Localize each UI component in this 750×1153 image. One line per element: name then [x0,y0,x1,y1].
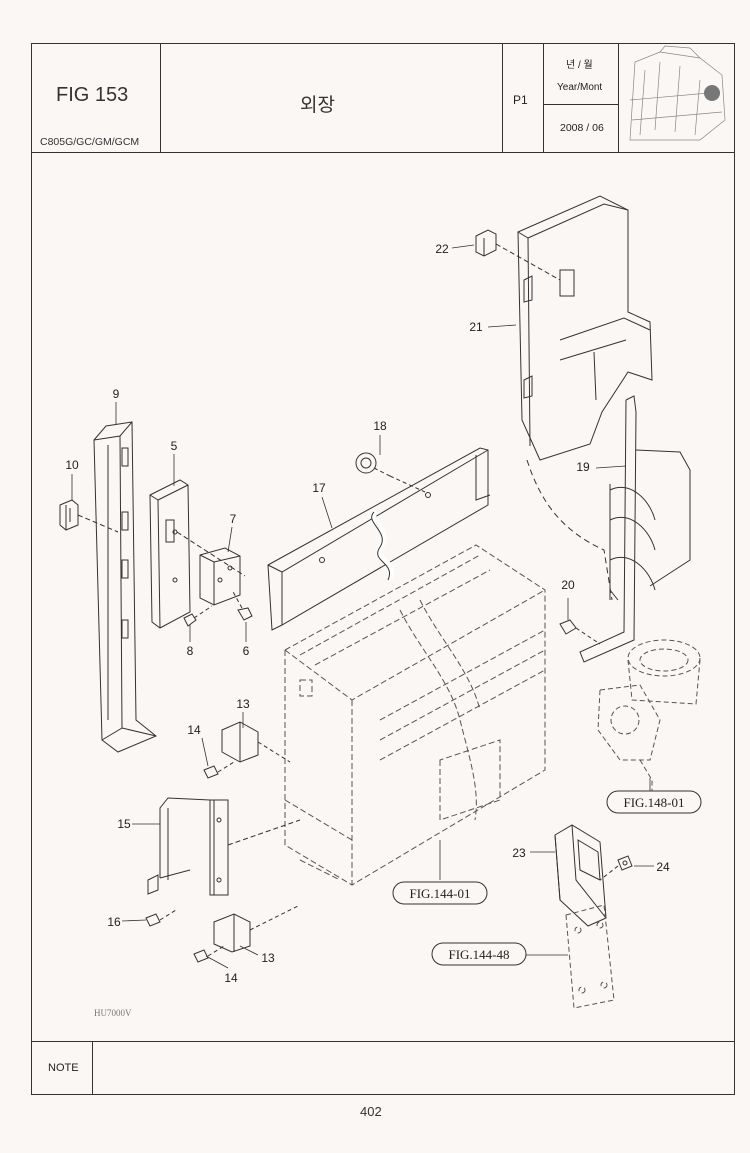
fig-ref-144-48: FIG.144-48 [431,942,527,966]
fig-144-48-plate-phantom [565,904,615,1009]
part-9-side-panel [93,421,157,753]
figure-number: FIG 153 [56,84,129,106]
callout-24: 24 [656,860,670,874]
header-col-line [502,43,504,153]
part-8-bolt [183,605,213,627]
callout-7: 7 [230,512,237,526]
fig-148-assembly-phantom [597,639,701,795]
part-10-clip [59,499,119,533]
page-title: 외장 [300,95,335,116]
note-divider [31,1041,735,1043]
part-13-lower-bracket [213,904,301,953]
page-frame [31,43,735,1095]
part-7-bracket [199,547,241,606]
part-15-handle [147,797,301,896]
fig-ref-148-01: FIG.148-01 [606,790,702,814]
part-19-rod-frame [579,395,691,663]
model-code: C805G/GC/GM/GCM [40,136,140,148]
header-col-line [160,43,162,153]
svg-text:FIG.148-01: FIG.148-01 [623,795,684,810]
callout-23: 23 [512,846,526,860]
svg-text:FIG.144-01: FIG.144-01 [409,886,470,901]
svg-text:FIG.144-48: FIG.144-48 [448,947,509,962]
year-month-label-en: Year/Mont [557,82,603,93]
callout-6: 6 [243,644,250,658]
machine-body-phantom [284,544,546,886]
part-24-nut [599,855,633,881]
page-code: P1 [513,93,528,107]
fig-ref-144-01: FIG.144-01 [392,881,488,905]
callout-15: 15 [117,817,131,831]
leader-21-19 [526,459,613,601]
header-col-line [543,43,545,153]
callout-13-upper: 13 [236,697,250,711]
note-col-line [92,1041,94,1095]
drawing-code: HU7000V [94,1008,132,1018]
callout-22: 22 [435,242,449,256]
harvester-logo [629,45,726,141]
part-16-bolt [145,909,177,927]
year-month-value: 2008 / 06 [560,122,604,134]
callout-21: 21 [469,320,483,334]
callout-leaders [71,244,654,969]
part-14-lower-bolt [193,945,225,963]
part-18-knob [355,452,426,493]
part-6-bolt [231,589,253,621]
callout-16: 16 [107,915,121,929]
callout-14-upper: 14 [187,723,201,737]
callout-19: 19 [576,460,590,474]
callout-9: 9 [113,387,120,401]
part-14-upper-bolt [203,761,235,779]
header-divider [31,152,735,154]
callout-8: 8 [187,644,194,658]
part-21-cover [517,195,653,461]
callout-18: 18 [373,419,387,433]
part-22-clip [475,229,561,281]
callout-10: 10 [65,458,79,472]
year-month-label-ko: 년 / 월 [566,60,593,71]
callout-20: 20 [561,578,575,592]
part-23-bracket [554,824,607,927]
part-5-bracket [149,479,246,629]
note-label: NOTE [48,1062,79,1074]
header-row-line [543,104,619,106]
part-17-cover [267,447,491,631]
callout-17: 17 [312,481,326,495]
part-20-bolt [559,619,601,645]
header-col-line [618,43,620,153]
callout-5: 5 [171,439,178,453]
page-number: 402 [360,1104,382,1119]
callout-14-lower: 14 [224,971,238,985]
part-13-upper-bracket [221,721,291,763]
callout-13-lower: 13 [261,951,275,965]
